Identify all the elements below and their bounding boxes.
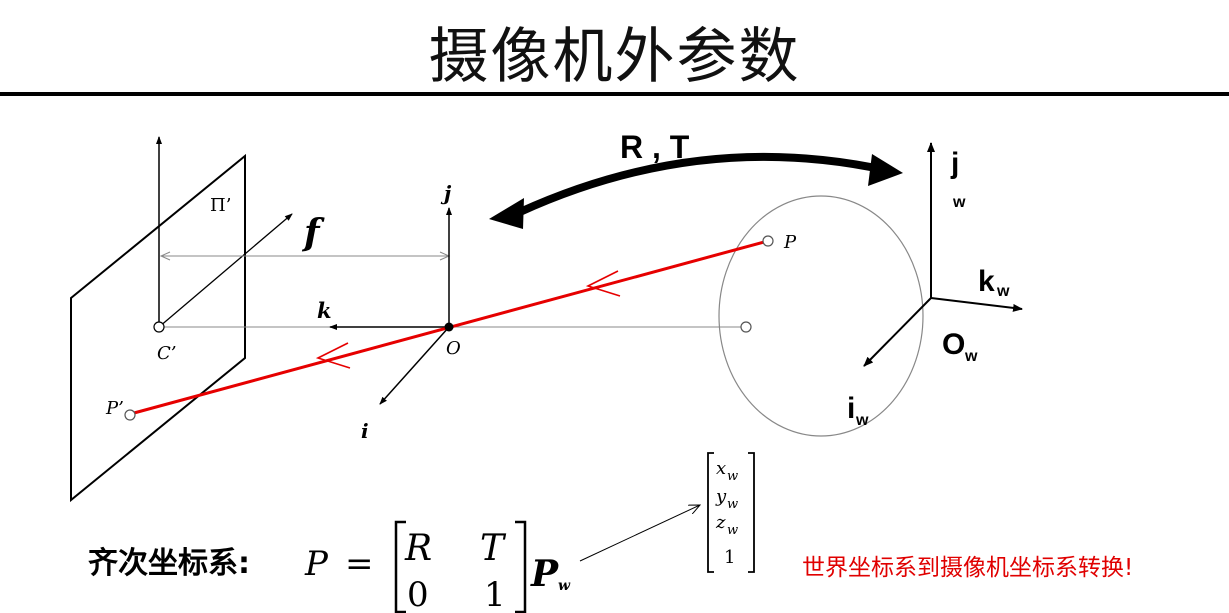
vector-one: 1 xyxy=(724,547,735,568)
vector-z-sub: w xyxy=(727,523,738,538)
matrix-one: 1 xyxy=(484,575,506,613)
f-arrow xyxy=(158,213,293,328)
title-underline xyxy=(0,92,1229,96)
vector-x: x xyxy=(716,458,726,479)
i-label: i xyxy=(361,419,369,443)
f-label: f xyxy=(301,212,325,254)
pi-label: Π’ xyxy=(210,195,231,216)
image-plane xyxy=(70,153,246,503)
focal-dimension-arrow-left xyxy=(159,251,171,261)
mapping-arrow xyxy=(579,505,700,562)
point-pprime xyxy=(124,409,136,421)
point-o xyxy=(444,322,454,332)
world-i-subscript: w xyxy=(855,412,869,429)
matrix-t: T xyxy=(480,528,507,569)
vector-bracket-right xyxy=(748,452,755,573)
c-label: C’ xyxy=(157,343,177,364)
j-label: j xyxy=(440,181,452,205)
i-axis xyxy=(379,326,450,405)
world-k-subscript: w xyxy=(996,283,1010,300)
point-axis-end xyxy=(740,321,752,333)
world-i-axis xyxy=(863,297,932,367)
rt-arrowhead-right xyxy=(868,154,903,186)
rt-transform-curve xyxy=(518,152,886,216)
slide-title: 摄像机外参数 xyxy=(428,22,801,92)
transform-note: 世界坐标系到摄像机坐标系转换! xyxy=(802,555,1134,581)
world-o-label: O xyxy=(942,328,965,361)
world-k-axis xyxy=(930,297,1023,312)
vector-bracket-left xyxy=(707,452,714,573)
world-j-subscript: w xyxy=(952,194,966,211)
matrix-r: R xyxy=(404,528,432,569)
rt-arrowhead-left xyxy=(489,198,524,229)
vector-y-sub: w xyxy=(727,497,738,512)
vector-x-sub: w xyxy=(727,469,738,484)
world-j-label: j xyxy=(950,147,959,180)
k-label: k xyxy=(317,298,332,323)
equation-equals: = xyxy=(345,544,374,584)
matrix-bracket-left xyxy=(394,520,406,613)
ray-direction-mark-2 xyxy=(315,342,351,369)
point-c xyxy=(153,321,165,333)
matrix-zero: 0 xyxy=(407,575,429,613)
matrix-bracket-right xyxy=(515,520,527,613)
equation-lhs: P xyxy=(304,544,329,584)
pw-symbol: P xyxy=(530,553,559,595)
vector-y: y xyxy=(715,486,727,507)
rt-label: R , T xyxy=(620,129,690,165)
vector-z: z xyxy=(715,512,726,533)
point-p xyxy=(762,235,774,247)
pw-subscript: w xyxy=(558,578,571,594)
world-region-ellipse xyxy=(718,195,924,437)
world-o-subscript: w xyxy=(964,348,978,365)
p-label: P xyxy=(783,232,797,253)
world-i-label: i xyxy=(847,392,855,425)
world-k-label: k xyxy=(978,265,995,298)
homogeneous-label: 齐次坐标系: xyxy=(88,546,250,581)
o-label: O xyxy=(446,338,461,359)
ray-direction-mark-1 xyxy=(585,270,621,297)
pprime-label: P’ xyxy=(105,398,124,419)
